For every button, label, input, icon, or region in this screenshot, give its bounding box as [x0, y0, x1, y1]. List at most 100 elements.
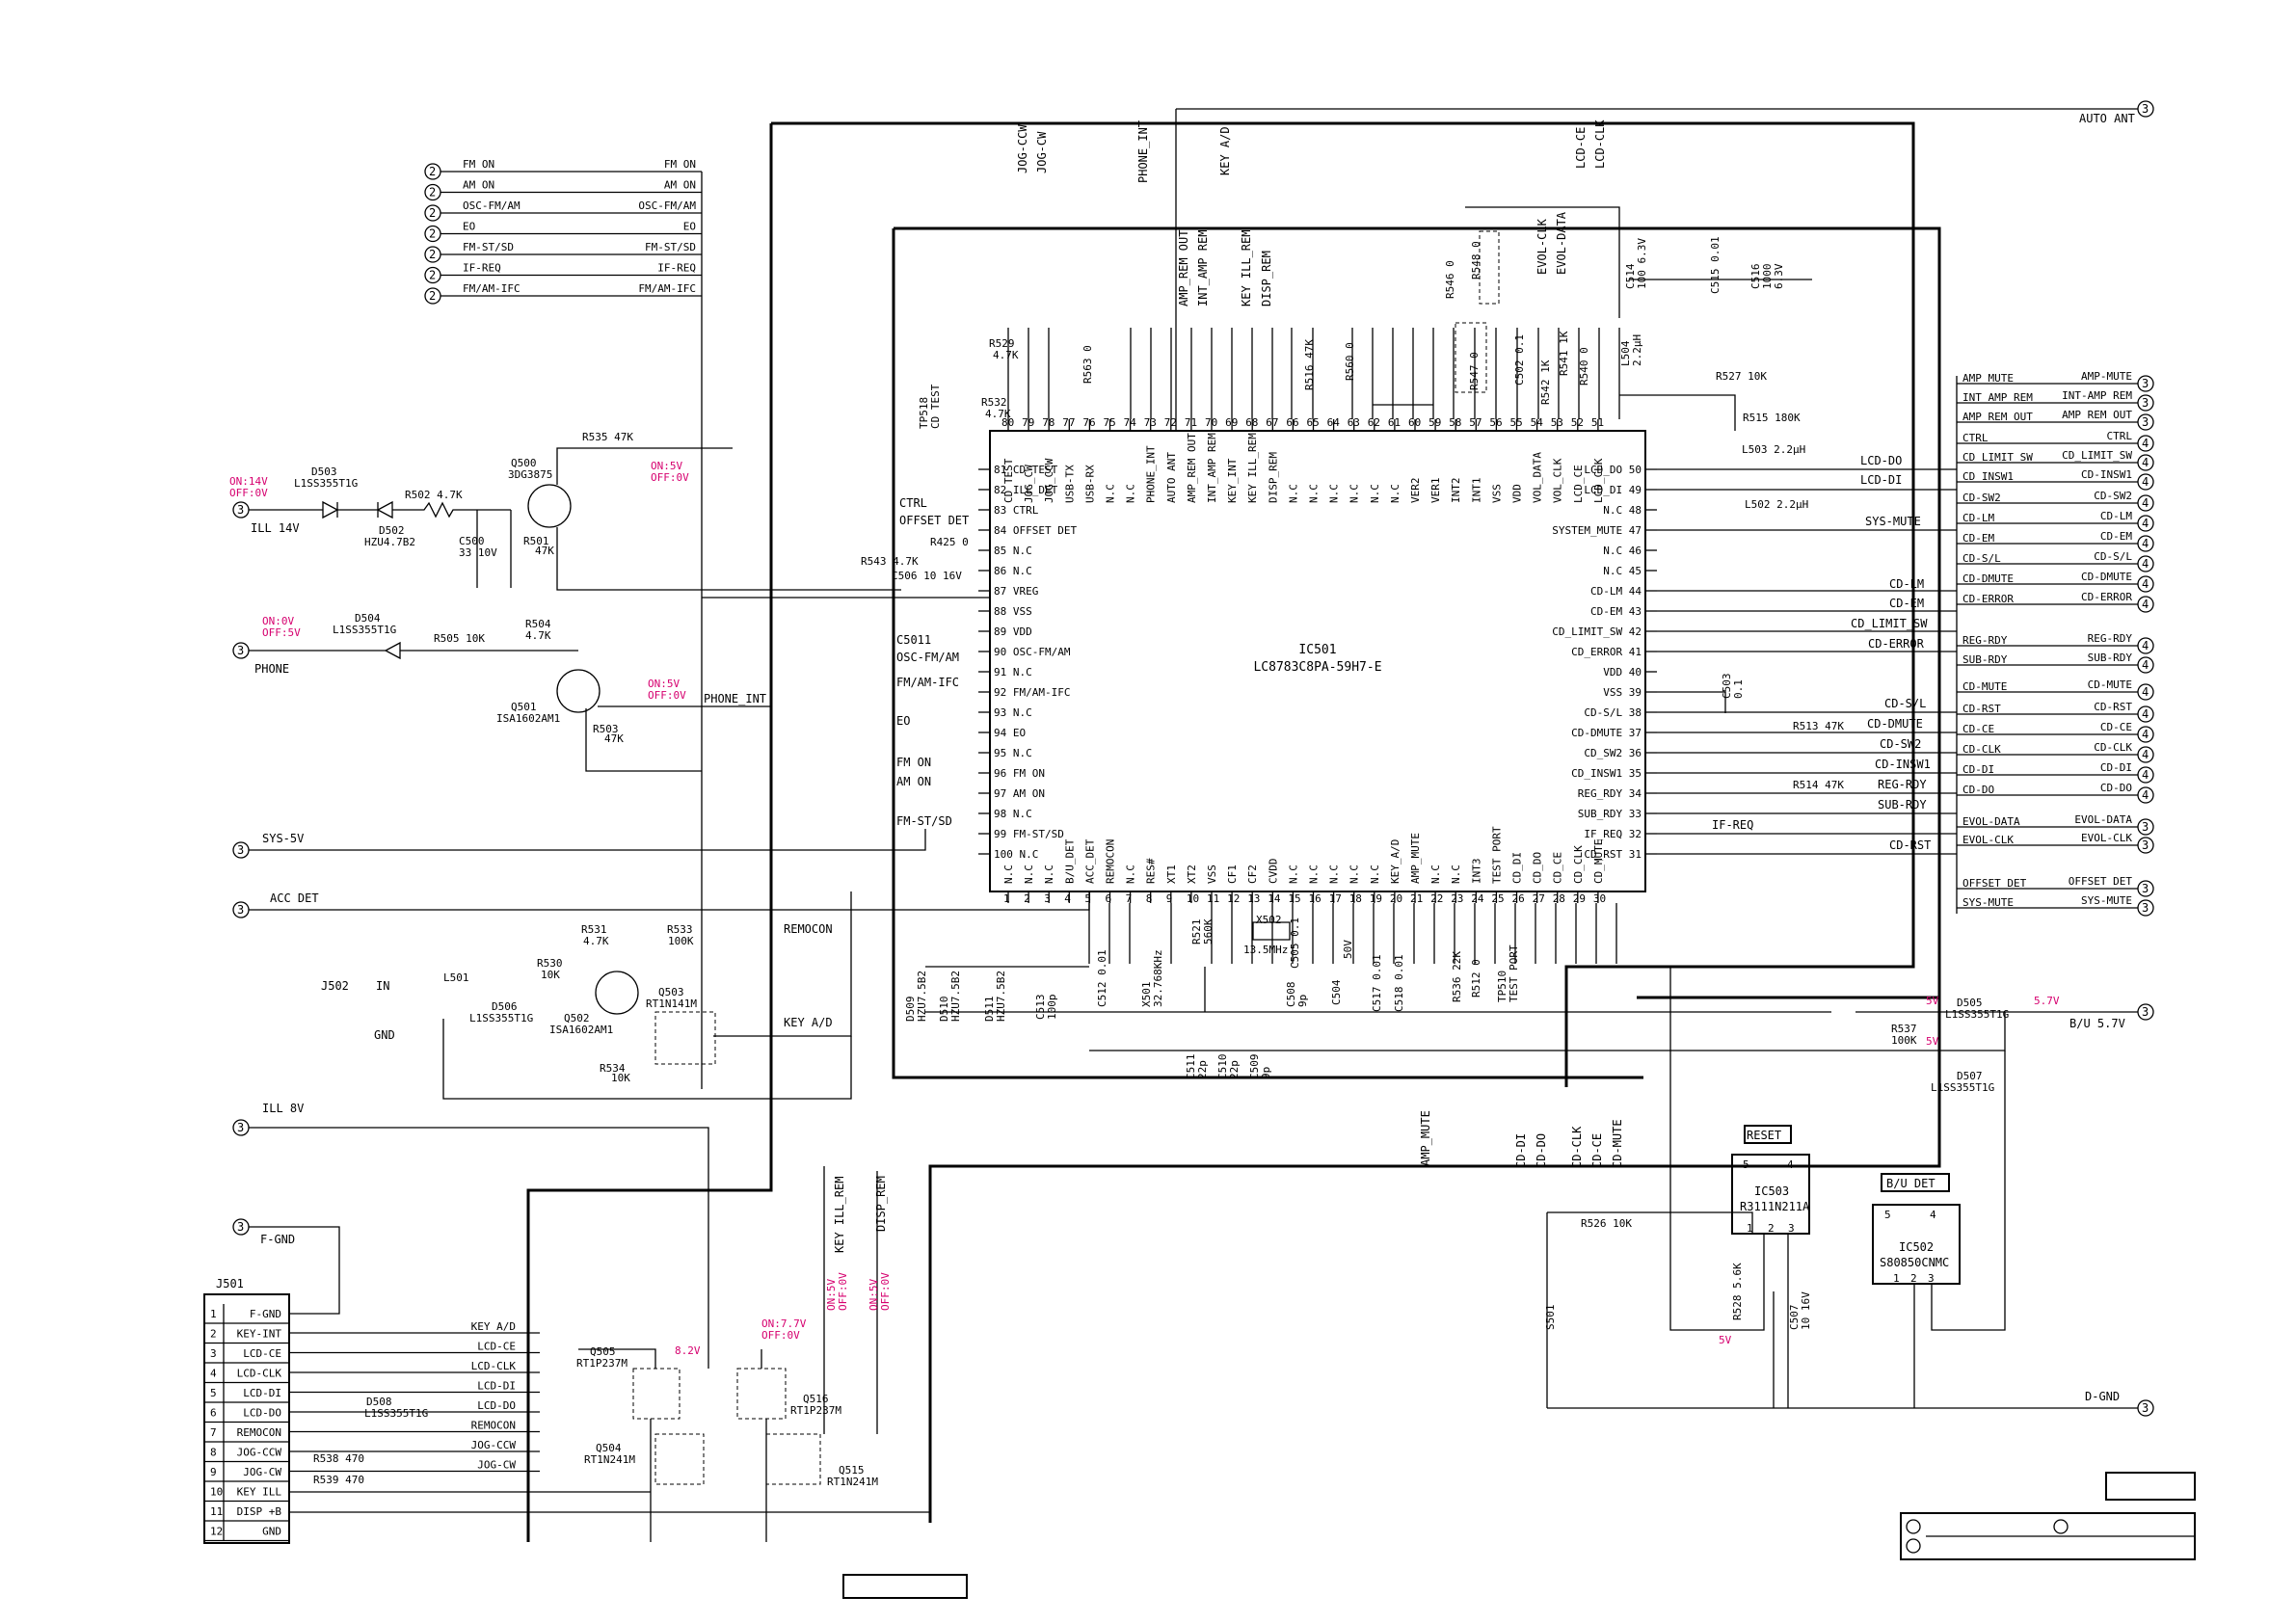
ic501-top-pin-num: 69: [1225, 416, 1238, 429]
c514-val: 100 6.3V: [1636, 238, 1648, 289]
v5a-note: 5V: [1926, 995, 1939, 1007]
r560-ref: R560 0: [1344, 342, 1356, 381]
ic501-bottom-pin-num: 8: [1146, 892, 1153, 905]
q503-ref: Q503: [658, 986, 684, 998]
ic501-top-pin-num: 58: [1449, 416, 1461, 429]
wire: [1931, 1051, 2006, 1331]
right-conn-num: 4: [2142, 639, 2149, 652]
net-c5011: C5011: [896, 633, 931, 647]
ic501-bottom-pin-num: 23: [1451, 892, 1463, 905]
right-conn-inner: CD-MUTE: [1962, 680, 2007, 693]
ic501-top-pin-num: 67: [1266, 416, 1278, 429]
ic501-left-pin: 97 AM ON: [994, 787, 1045, 800]
left-conn-label: IF-REQ: [463, 262, 501, 275]
r501-val: 47K: [535, 545, 554, 557]
ic501-bottom-pin-num: 12: [1227, 892, 1240, 905]
q503-package: [654, 1011, 716, 1065]
r532-val: 4.7K: [985, 408, 1011, 420]
ic501-bottom-pin-num: 20: [1390, 892, 1402, 905]
right-conn-outer: CD-ERROR: [2081, 591, 2132, 603]
ic501-top-pin: LCD_CE: [1572, 465, 1585, 503]
ic501-top-pin: INT_AMP REM: [1206, 433, 1218, 503]
r563-ref: R563 0: [1081, 345, 1094, 384]
j501-pin-num: 11: [210, 1505, 223, 1518]
r539-ref: R539 470: [313, 1474, 364, 1486]
net-cd-limit: CD_LIMIT_SW: [1851, 617, 1928, 630]
d505-val: L1SS355T1G: [1945, 1008, 2009, 1021]
ic502-p1: 1: [1893, 1272, 1900, 1285]
ill8v-label: ILL 8V: [262, 1102, 304, 1115]
left-conn-busname: IF-REQ: [657, 262, 696, 275]
bot-cd-clk: CD-CLK: [1570, 1126, 1584, 1168]
ic501-bottom-pin-num: 17: [1329, 892, 1342, 905]
ic503-part: R3111N211A: [1740, 1200, 1810, 1213]
j502-in: IN: [376, 979, 389, 993]
c513-ref: C513: [1034, 995, 1047, 1021]
ic501-top-pin: AUTO ANT: [1165, 452, 1178, 503]
x501-ref: X501: [1140, 982, 1153, 1008]
autoant-label: AUTO ANT: [2079, 112, 2135, 125]
ic502-part: S80850CNMC: [1880, 1256, 1949, 1269]
ic501-bottom-pin-num: 15: [1288, 892, 1300, 905]
j501-pin-label: KEY-INT: [237, 1328, 282, 1341]
ic501-top-pin: USB-TX: [1063, 465, 1076, 503]
right-conn-inner: CD-ERROR: [1962, 593, 2014, 605]
ic501-top-pin-num: 76: [1082, 416, 1095, 429]
ic501-top-pin-num: 59: [1428, 416, 1441, 429]
top-disp-rem: DISP_REM: [1260, 251, 1273, 306]
c504-ref: C504: [1330, 979, 1343, 1005]
left-conn-num: 2: [429, 186, 436, 200]
right-conn-inner: CD-LM: [1962, 512, 1994, 524]
left-conn-label: FM-ST/SD: [463, 241, 514, 253]
q504-ref: Q504: [596, 1442, 622, 1454]
thick-bus-inner: [894, 226, 1941, 999]
l503-ref: L503 2.2µH: [1742, 443, 1805, 456]
c500-ref: C500: [459, 535, 485, 547]
right-conn-inner: REG-RDY: [1962, 634, 2008, 647]
r532-ref: R532: [981, 396, 1007, 409]
right-conn-inner: AMP_MUTE: [1962, 372, 2014, 385]
ic501-top-pin-num: 62: [1368, 416, 1380, 429]
accdet-label: ACC DET: [270, 891, 319, 905]
right-conn-inner: SYS-MUTE: [1962, 896, 2014, 909]
right-conn-num: 4: [2142, 517, 2149, 530]
right-conn-inner: AMP_REM OUT: [1962, 411, 2033, 423]
left-conn-busname: EO: [683, 221, 696, 233]
ic501-bottom-pin-num: 14: [1268, 892, 1281, 905]
dgnd-label: D-GND: [2085, 1390, 2120, 1403]
right-conn-outer: CD-SW2: [2094, 490, 2132, 502]
conn-autoant-num: 3: [2142, 102, 2149, 116]
ic501-top-pin: AMP_REM OUT: [1186, 433, 1198, 503]
kir-off: OFF:0V: [837, 1272, 849, 1311]
net-cd-em: CD-EM: [1889, 597, 1924, 610]
ic501-right-pin: CD_SW2 36: [1584, 747, 1642, 759]
ic501-top-pin-num: 63: [1348, 416, 1360, 429]
right-conn-num: 4: [2142, 475, 2149, 489]
ic501-left-pin: 94 EO: [994, 727, 1026, 739]
c517-ref: C517 0.01: [1371, 954, 1383, 1012]
ic-left-nets: CTRL OFFSET DET C5011 OSC-FM/AM FM/AM-IF…: [896, 496, 969, 828]
tp510-b: TEST PORT: [1508, 945, 1520, 1002]
phone-int-net: PHONE_INT: [704, 692, 766, 705]
c508-ref: C508: [1285, 982, 1297, 1008]
phone-label: PHONE: [254, 662, 289, 676]
left-conn-busname: OSC-FM/AM: [638, 200, 696, 212]
j501-pin-label: REMOCON: [237, 1426, 281, 1439]
title-block-mark-c: [2053, 1519, 2069, 1534]
ic501-right-pin: N.C 46: [1603, 545, 1642, 557]
r513-ref: R513 47K: [1793, 720, 1844, 732]
d502-val: HZU4.7B2: [364, 536, 415, 548]
right-conn-num: 4: [2142, 658, 2149, 672]
right-conn-outer: EVOL-DATA: [2074, 813, 2132, 826]
dr-on: ON:5V: [868, 1279, 880, 1311]
ic501-top-pin: N.C: [1287, 484, 1299, 503]
r515-ref: R515 180K: [1743, 412, 1801, 424]
ic503-p5: 5: [1743, 1158, 1749, 1171]
left-conn-label: FM/AM-IFC: [463, 282, 521, 295]
right-conn-num: 4: [2142, 557, 2149, 571]
r533-ref: R533: [667, 923, 693, 936]
ic501-top-pin: N.C: [1125, 484, 1137, 503]
ic501-bottom-pin-num: 18: [1349, 892, 1362, 905]
ic501-right-pin: SYSTEM_MUTE 47: [1552, 524, 1642, 537]
